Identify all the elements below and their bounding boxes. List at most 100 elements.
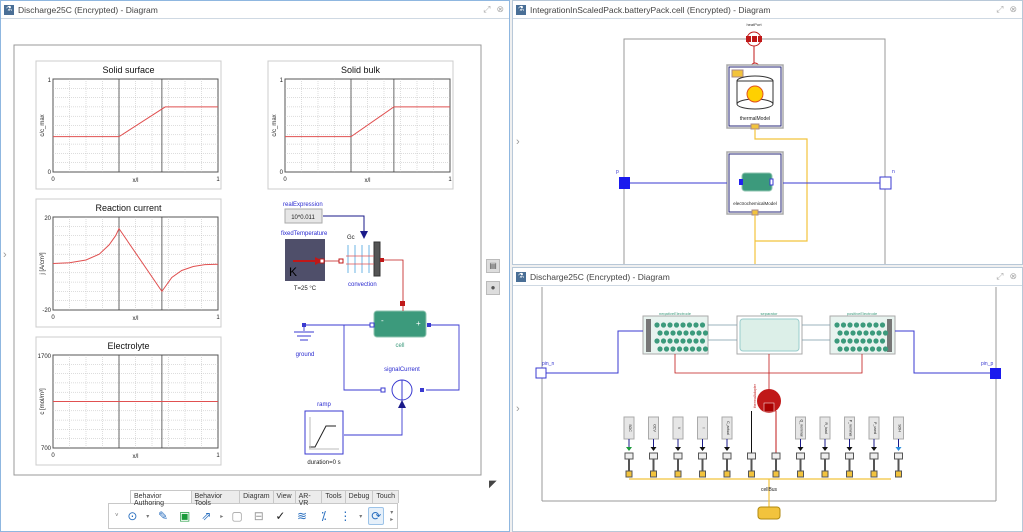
transform-icon[interactable]: ⁒ [321, 509, 327, 523]
sensor-7[interactable]: Q_nominal [795, 416, 806, 478]
particle [882, 330, 889, 336]
particle [663, 346, 670, 352]
sensor-3[interactable]: I [697, 416, 708, 478]
particle [873, 338, 879, 344]
particle [673, 322, 680, 328]
collapse-icon[interactable]: ˅ [115, 513, 119, 519]
top-right-pane-title: IntegrationInScaledPack.batteryPack.cell… [530, 4, 771, 15]
block-icon[interactable]: ▢ [231, 509, 243, 523]
y-tick-label: 20 [44, 216, 51, 222]
diagram-app-icon: ⚗ [516, 271, 526, 282]
sensor-11[interactable]: SOH [893, 416, 904, 478]
particle [667, 322, 673, 328]
sensor-6[interactable] [771, 411, 781, 478]
sensor-9[interactable]: P_nominal [844, 416, 855, 478]
maximize-icon[interactable]: ⤢ [996, 4, 1004, 14]
tab-touch[interactable]: Touch [372, 490, 399, 503]
sensor-expression-label: P_used [873, 422, 877, 434]
dock-icon-1[interactable]: ▤ [486, 259, 500, 273]
document-icon[interactable]: ▣ [179, 509, 191, 523]
real-expression-label: realExpression [283, 202, 323, 208]
y-tick-label: 1 [48, 78, 52, 84]
behavior-icon[interactable]: ⊙ [127, 509, 138, 523]
sensor-2[interactable]: V [672, 416, 684, 478]
bottom-right-pane-title: Discharge25C (Encrypted) - Diagram [530, 271, 670, 282]
sensor-0[interactable]: SOC [623, 416, 635, 478]
pin-p-connector[interactable] [619, 177, 630, 189]
top-right-canvas[interactable]: heatPort thermalModel electrochemicalMod… [513, 20, 1022, 264]
bus-connector [797, 470, 804, 478]
chart-title: Solid surface [102, 65, 154, 75]
tab-debug[interactable]: Debug [344, 490, 374, 503]
tab-tools[interactable]: Tools [321, 490, 346, 503]
maximize-icon[interactable]: ⤢ [996, 271, 1004, 281]
particle [847, 322, 853, 328]
cell-bus-connector[interactable] [757, 506, 781, 520]
particle [834, 338, 840, 344]
sensor-10[interactable]: P_used [868, 416, 880, 478]
particle [863, 346, 869, 352]
tab-behavior-authoring[interactable]: Behavior Authoring [130, 490, 192, 507]
cell-label: cell [395, 343, 404, 349]
close-icon[interactable]: ⊗ [1009, 4, 1017, 14]
particle [654, 338, 660, 344]
tab-behavior-tools[interactable]: Behavior Tools [190, 490, 241, 507]
tab-view[interactable]: View [272, 490, 296, 503]
sensor-5[interactable] [747, 411, 756, 478]
particle [853, 338, 860, 344]
bottom-right-canvas[interactable]: negativeElectrode separator positiveElec… [513, 287, 1022, 531]
bus-adapter [869, 452, 879, 460]
bus-adapter [894, 452, 903, 460]
particle [663, 330, 670, 336]
real-expression-block[interactable] [284, 208, 323, 224]
x-axis-label: x/l [133, 316, 139, 322]
chart-title: Solid bulk [341, 65, 381, 75]
ramp-param: duration=0 s [307, 460, 340, 466]
sensor-4[interactable]: C_actual [721, 416, 733, 478]
expand-bottom-right-arrow[interactable]: › [516, 403, 520, 415]
connect-icon[interactable]: ⇗ [201, 509, 212, 523]
expand-top-right-arrow[interactable]: › [516, 136, 520, 148]
edit-script-icon[interactable]: ✎ [158, 509, 169, 523]
check-icon[interactable]: ✓ [275, 509, 286, 523]
particle [657, 346, 663, 352]
heat-source[interactable] [757, 389, 781, 413]
y-axis-label: j [A/cm³] [40, 252, 46, 275]
particle [660, 338, 667, 344]
layer-icon[interactable]: ≋ [297, 509, 308, 523]
ramp-block[interactable] [304, 410, 344, 455]
sensor-expression-label: P_nominal [849, 420, 853, 437]
pin-p-label: p [616, 169, 619, 175]
sensor-expression-label: V [677, 427, 681, 430]
particle [856, 330, 863, 336]
particle [689, 330, 696, 336]
expand-left-arrow[interactable]: › [3, 249, 7, 261]
maximize-icon[interactable]: ⤢ [483, 4, 491, 14]
particle [683, 330, 689, 336]
particle [869, 346, 876, 352]
sensor-8[interactable]: R_load [819, 416, 831, 478]
sensor-input-arrow [871, 447, 877, 451]
pin-n-connector[interactable] [879, 176, 892, 190]
particle [670, 346, 676, 352]
thermal-model-label: thermalModel [740, 116, 770, 122]
particle [696, 330, 702, 336]
hierarchy-icon[interactable]: ⋮ [339, 509, 352, 523]
pin-p-connector[interactable] [990, 368, 1001, 379]
close-icon[interactable]: ⊗ [1009, 271, 1017, 281]
electrochemical-model-label: electrochemicalModel [733, 201, 777, 206]
bus-connector [748, 470, 755, 478]
bus-adapter [624, 452, 634, 460]
dock-icon-2[interactable]: ● [486, 281, 500, 295]
sensor-1[interactable]: OCV [648, 416, 659, 478]
refresh-icon[interactable]: ⟳ [368, 507, 385, 525]
close-icon[interactable]: ⊗ [496, 4, 504, 14]
split-block-icon[interactable]: ⊟ [253, 509, 264, 523]
pin-n-connector[interactable] [535, 367, 547, 379]
tab-diagram[interactable]: Diagram [239, 490, 274, 503]
convection-wall [373, 241, 381, 277]
particle [699, 322, 706, 328]
tab-ar-vr[interactable]: AR-VR [294, 490, 323, 507]
